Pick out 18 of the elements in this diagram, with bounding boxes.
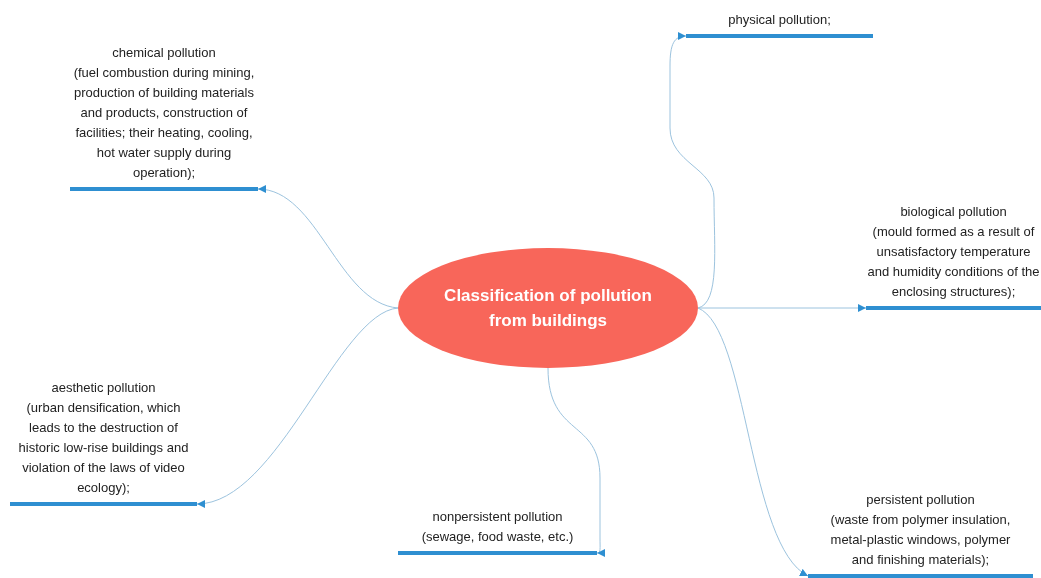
arrow (669, 32, 716, 309)
arrow (547, 367, 606, 557)
arrow (196, 307, 399, 507)
arrow (257, 186, 399, 309)
topic-heading: aesthetic pollution (50, 379, 157, 397)
topic-heading: chemical pollution (111, 44, 217, 62)
topic-description: (sewage, food waste, etc.) (420, 528, 575, 546)
topic-heading: persistent pollution (865, 491, 976, 509)
arrow (697, 304, 867, 312)
topic-description: (urban densification, which leads to the destruction of historic low-rise buildings and violation of the laws of video ecology); (17, 399, 190, 497)
topic-heading: biological pollution (899, 203, 1008, 221)
topic-heading: physical pollution; (727, 11, 832, 29)
topic-heading: nonpersistent pollution (431, 508, 564, 526)
topic-description: (waste from polymer insulation, metal-plastic windows, polymer and finishing materials); (829, 511, 1012, 569)
topic-description: (mould formed as a result of unsatisfactory temperature and humidity conditions of the enclosing structures); (866, 223, 1041, 301)
arrow (697, 307, 809, 577)
central-title: Classification of pollution from buildings (443, 285, 653, 332)
topic-description: (fuel combustion during mining, production of building materials and products, construction of facilities; their heating, cooling, hot water supply during operation); (72, 64, 256, 182)
